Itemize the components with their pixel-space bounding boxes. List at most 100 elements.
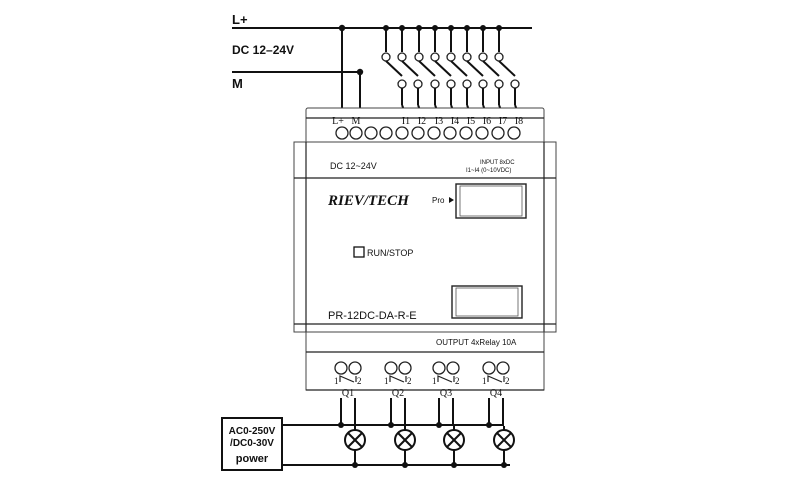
top-terminal-screw[interactable]	[349, 126, 363, 140]
output-name: Q3	[440, 388, 452, 399]
run-stop-button[interactable]	[353, 246, 365, 258]
top-terminal-screw[interactable]	[395, 126, 409, 140]
m-junction	[356, 68, 364, 76]
switch-icon	[434, 60, 452, 77]
switch-contact-top	[430, 52, 440, 62]
switch-contact-bottom	[430, 79, 440, 89]
output-terminal-screw[interactable]	[496, 361, 510, 375]
output-lamps	[344, 425, 515, 468]
load-power-box: AC0-250V /DC0-30V power	[221, 417, 510, 471]
output-terminal-screw[interactable]	[432, 361, 446, 375]
output-terminal-screw[interactable]	[482, 361, 496, 375]
switch-contact-top	[446, 52, 456, 62]
lamp-icon	[443, 425, 465, 468]
switch-icon	[450, 60, 468, 77]
program-module-slot[interactable]	[455, 183, 527, 219]
switch-feed-junction	[464, 25, 470, 31]
switch-contact-bottom	[413, 79, 423, 89]
lamp-cross	[347, 432, 363, 448]
relay-contact-icon	[437, 375, 455, 383]
model-number: PR-12DC-DA-R-E	[328, 310, 417, 322]
switch-feed-junction	[480, 25, 486, 31]
power-box-line2: /DC0-30V	[230, 438, 274, 449]
switch-icon	[466, 60, 484, 77]
expansion-slot-inner	[455, 287, 519, 317]
switch-contact-top	[397, 52, 407, 62]
output-terminal-screw[interactable]	[334, 361, 348, 375]
pro-label: Pro	[432, 196, 445, 205]
top-terminal-screw[interactable]	[379, 126, 393, 140]
output-pin1-label: 1	[334, 376, 339, 386]
negative-rail-label: M	[232, 76, 243, 91]
top-terminal-screw[interactable]	[507, 126, 521, 140]
lamp-icon	[493, 425, 515, 468]
lamp-icon	[344, 426, 366, 468]
output-name: Q4	[490, 388, 502, 399]
relay-contact-icon	[487, 375, 505, 383]
switch-icon	[401, 60, 419, 77]
top-terminal-screw[interactable]	[475, 126, 489, 140]
lamp-cross	[397, 432, 413, 448]
top-terminal-screw[interactable]	[335, 126, 349, 140]
output-pin2-label: 2	[505, 376, 510, 386]
device-supply-text: DC 12~24V	[330, 161, 377, 171]
output-q3: 1 2Q3	[432, 361, 460, 428]
switch-contact-top	[478, 52, 488, 62]
switch-icon	[482, 60, 500, 77]
top-terminal-label: I6	[483, 116, 491, 127]
switch-contact-bottom	[462, 79, 472, 89]
input-switch-i6	[462, 25, 488, 116]
switch-icon	[418, 60, 436, 77]
switch-contact-top	[414, 52, 424, 62]
top-terminal-screw[interactable]	[411, 126, 425, 140]
lamp-cross	[496, 432, 512, 448]
power-box-line1: AC0-250V	[229, 426, 276, 437]
top-terminal-label: L+	[332, 116, 344, 127]
top-terminal-label: I1	[402, 116, 410, 127]
switch-icon	[498, 60, 516, 77]
relay-contact-icon	[389, 375, 407, 383]
switch-feed-junction	[399, 25, 405, 31]
output-terminal-screw[interactable]	[398, 361, 412, 375]
input-switch-i5	[446, 25, 472, 116]
output-terminal-screw[interactable]	[446, 361, 460, 375]
top-terminal-screw[interactable]	[443, 126, 457, 140]
power-box-line3: power	[236, 453, 269, 465]
output-pin2-label: 2	[455, 376, 460, 386]
top-terminal-screw[interactable]	[491, 126, 505, 140]
output-pin2-label: 2	[407, 376, 412, 386]
output-pin2-label: 2	[357, 376, 362, 386]
switch-feed-junction	[432, 25, 438, 31]
switch-contact-bottom	[397, 79, 407, 89]
switch-feed-junction	[496, 25, 502, 31]
switch-contact-bottom	[494, 79, 504, 89]
output-terminal-screw[interactable]	[384, 361, 398, 375]
output-terminal-screw[interactable]	[348, 361, 362, 375]
top-terminal-label: I8	[515, 116, 523, 127]
output-name: Q2	[392, 388, 404, 399]
top-terminal-screw[interactable]	[459, 126, 473, 140]
output-pin1-label: 1	[432, 376, 437, 386]
brand-logo: RIEV/TECH	[327, 193, 410, 209]
top-terminal-label: M	[352, 116, 361, 127]
pro-arrow-icon	[449, 197, 454, 203]
switch-contact-top	[381, 52, 391, 62]
top-terminal-label: I7	[499, 116, 507, 127]
lamp-icon	[394, 426, 416, 468]
top-terminal-screw[interactable]	[364, 126, 378, 140]
top-terminal-screw[interactable]	[427, 126, 441, 140]
input-switches	[381, 25, 520, 116]
input-spec-line1: INPUT 8xDC	[480, 160, 515, 166]
top-terminal-label: I5	[467, 116, 475, 127]
expansion-module-slot[interactable]	[451, 285, 523, 319]
input-switch-i8	[494, 25, 520, 116]
switch-contact-bottom	[478, 79, 488, 89]
program-slot-inner	[459, 185, 523, 217]
